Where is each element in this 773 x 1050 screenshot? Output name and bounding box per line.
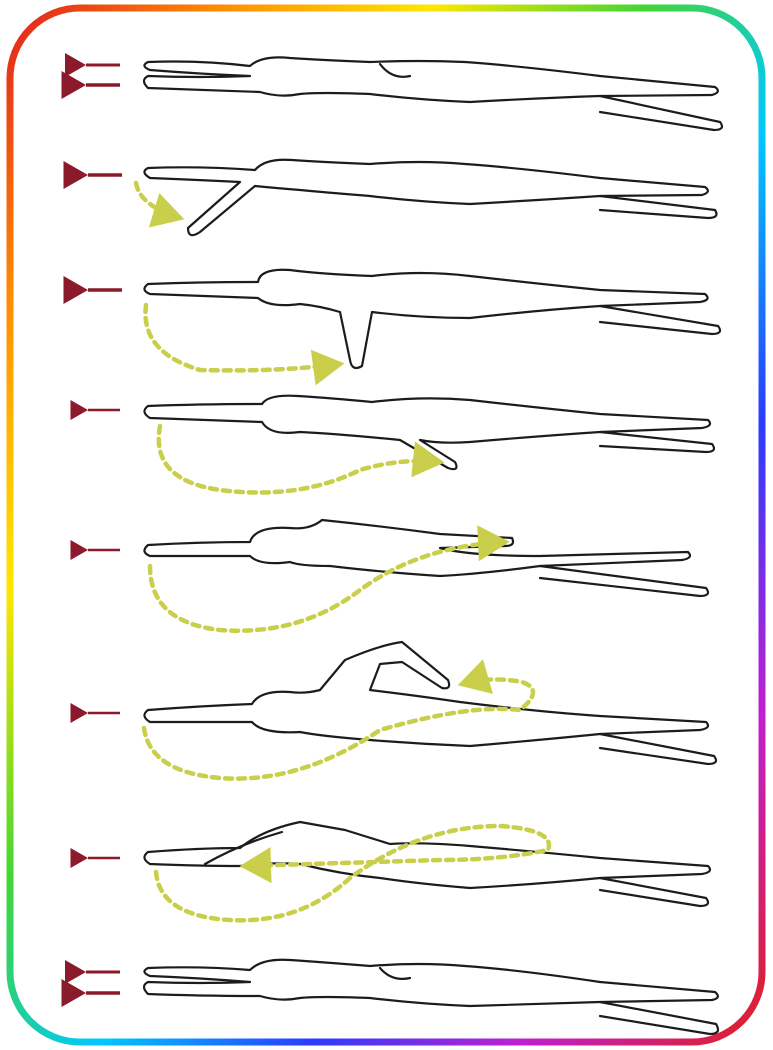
- stage-2-catch: [88, 160, 716, 235]
- swimmer-outline: [144, 160, 707, 235]
- stage-5-exit: [88, 520, 708, 631]
- swimmer-outline: [144, 396, 710, 469]
- stage-8-glide: [86, 960, 718, 1034]
- swimmer-outline: [144, 960, 718, 1006]
- stage-6-recovery: [88, 642, 716, 779]
- stage-3-pull: [88, 270, 720, 371]
- swimmer-outline: [144, 822, 710, 888]
- dashed-curved-arrow-icon: [145, 305, 340, 370]
- swimmer-outline: [144, 57, 718, 102]
- stage-4-push: [88, 396, 714, 493]
- stage-1-glide: [86, 57, 722, 130]
- dashed-curved-arrow-icon: [136, 183, 180, 218]
- direction-arrow-icon: [86, 65, 120, 85]
- swimmer-outline: [144, 270, 707, 368]
- swimmer-outline: [144, 642, 708, 746]
- swimmer-outline: [144, 520, 690, 576]
- direction-arrow-icon: [86, 972, 120, 993]
- stage-7-entry: [88, 822, 710, 920]
